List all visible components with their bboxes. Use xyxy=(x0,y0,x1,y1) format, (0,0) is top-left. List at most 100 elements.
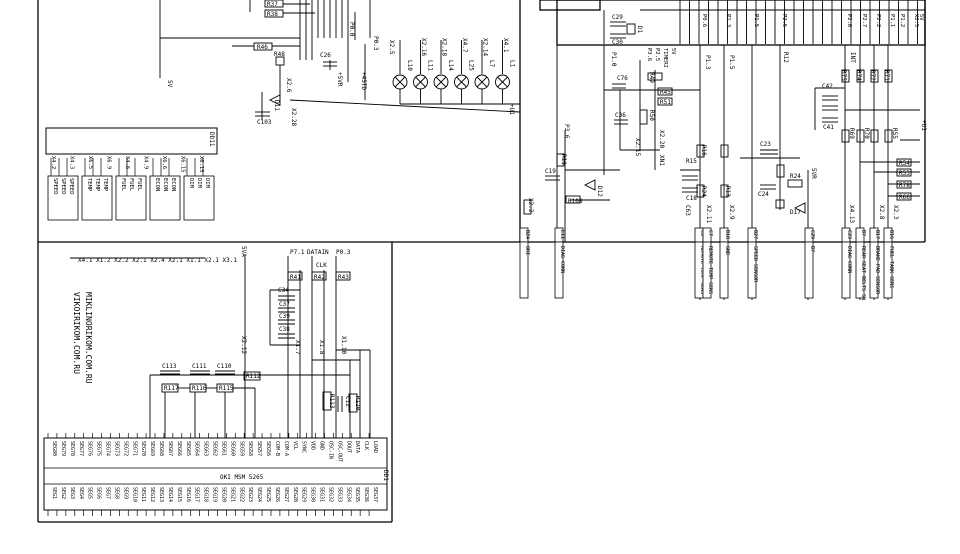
bundle-wires xyxy=(299,0,371,60)
label-x2-9: X2.11 xyxy=(705,205,712,223)
dd11-group-box xyxy=(115,175,147,221)
dd11-group-box xyxy=(183,175,215,221)
oki-bottom-pin-label: SEG19 xyxy=(212,487,218,502)
oki-chip-body xyxy=(43,437,388,511)
oki-top-pin-label: SEG79 xyxy=(60,441,66,456)
oki-bottom-pin-label: SEG25 xyxy=(265,487,271,502)
label-c34: C34 xyxy=(278,287,289,294)
bus-label: C7 xyxy=(707,230,713,236)
oki-bottom-pin-label: SEG17 xyxy=(194,487,200,502)
oki-bottom-pin-label: SEG2 xyxy=(60,487,66,499)
label-p0-0: P0.0 xyxy=(348,22,355,37)
resistor-r11 xyxy=(556,153,565,167)
label-clk: CLK xyxy=(316,262,327,269)
label-r53: R53 xyxy=(899,170,910,177)
mcu-pin-label: P0.6 xyxy=(701,14,707,27)
bus-label: E11 xyxy=(559,230,565,239)
label-plus5vr: +5VR xyxy=(336,72,343,87)
dd11-group-label: FUEL xyxy=(120,178,126,192)
label-c36: C36 xyxy=(615,112,626,119)
label-r38: R38 xyxy=(267,11,278,18)
mcu-pin-label: 5V xyxy=(918,14,924,21)
resistor-r51-top xyxy=(647,72,663,81)
mcu-pin-label: P1.1 xyxy=(889,14,895,27)
resistor-r48 xyxy=(275,56,285,66)
oki-top-pin-label: SEG67 xyxy=(167,441,173,456)
resistor-r54 xyxy=(896,158,912,167)
wire-lamp-bus xyxy=(289,99,521,113)
bus-signal-box xyxy=(869,241,879,299)
bus-label: B18 xyxy=(724,230,730,239)
bus-label: B27 xyxy=(752,230,758,239)
oki-top-pin-label: VDD xyxy=(310,441,316,450)
oki-bottom-pin-label: SEG37 xyxy=(372,487,378,502)
label-c24: C24 xyxy=(758,191,769,198)
dd11-body xyxy=(45,127,218,155)
dd11-group-label: SPEED xyxy=(52,178,58,195)
c29-c30-region xyxy=(603,10,636,44)
resistor-r78 xyxy=(896,180,912,189)
bus-signal-box xyxy=(719,241,729,299)
mcu-pin-label: X2.5 xyxy=(913,14,919,27)
dd11-group-box xyxy=(81,175,113,221)
oki-top-pin-label: SEG73 xyxy=(113,441,119,456)
right-mid-labels: C76 C36 R45 R51 R50 R49 X2.15 X2.20 XN1 … xyxy=(527,52,927,223)
dd11-group-box xyxy=(149,175,181,221)
website-line-2: VIKOIRIKOM.COM.RU xyxy=(72,292,81,374)
oki-chip-label: OKI MSM 5265 xyxy=(220,474,264,481)
oki-top-pin-label: COM-B xyxy=(274,441,280,456)
label-plus-u1: +U1 xyxy=(920,120,927,131)
label-x4-13: X2.9 xyxy=(728,205,735,220)
lower-left-block: X4.1 X1.2 X2.2 X2.1 X2.4 X2.1 X1.1 X2.1 … xyxy=(70,257,237,384)
dd11-group-label: ECON xyxy=(154,178,160,191)
bus-signal-label: ORI xyxy=(524,246,530,255)
label-r69: R69 xyxy=(848,128,855,139)
oki-bottom-pin-label: SEG18 xyxy=(203,487,209,502)
top-left-labels: R37 R38 R46 R48 C26 C103 5V +5VR +4STD D… xyxy=(166,1,395,126)
dd11-group-label: TEMP xyxy=(94,178,100,192)
dd11-group-label: DIM xyxy=(204,178,210,189)
label-p3-6: P3.6 xyxy=(563,124,570,139)
dd11-pin-label: X6.5 xyxy=(87,156,93,169)
resistor-r42 xyxy=(311,271,327,281)
oki-top-pin-label: SEG66 xyxy=(176,441,182,456)
label-x2-5: X2.5 xyxy=(388,40,395,55)
bus-signal-box xyxy=(747,241,757,299)
bus-signal-box xyxy=(855,241,865,299)
lamp-cross xyxy=(394,76,406,88)
label-r112: R112 xyxy=(246,373,261,380)
label-x2-3: X2.8 xyxy=(878,205,885,220)
oki-bottom-pin-label: SEG10 xyxy=(131,487,137,502)
label-r37: R37 xyxy=(267,1,278,8)
transistor xyxy=(775,199,785,209)
lamp-connector-label: X2.16 xyxy=(420,38,427,56)
label-d12: D12 xyxy=(596,186,603,197)
bus-signal-label: DIAG CONN xyxy=(846,246,852,273)
resistor-r110 xyxy=(348,393,358,413)
dd11-group-label: ECON xyxy=(162,178,168,191)
oki-top-pin-label: OSC-OUT xyxy=(336,441,342,462)
lamp-row xyxy=(392,40,520,105)
lamp-cross xyxy=(456,76,467,88)
bus-signal-label: BRAKE PAD SENSOR xyxy=(874,246,880,295)
mcu-pin-label: P1.2 xyxy=(899,14,905,27)
oki-top-pin-label: SEG77 xyxy=(78,441,84,456)
oki-bottom-pin-label: SEG21 xyxy=(229,487,235,502)
resistor-r71 xyxy=(884,69,893,83)
label-x2-15: X2.15 xyxy=(634,138,641,156)
dd11-group-label: FUEL xyxy=(128,178,134,192)
label-c18: R15 xyxy=(686,158,697,165)
dd11-pin-label: X4.9 xyxy=(143,156,149,169)
label-r24-left: R108 xyxy=(568,198,583,205)
oki-bottom-pin-label: SEG14 xyxy=(167,487,173,502)
label-5va: 5VA xyxy=(240,246,247,257)
lamp-connector-label: X2.18 xyxy=(441,38,448,56)
oki-bottom-pin-label: SEG20 xyxy=(220,487,226,502)
oki-bottom-pin-label: SEG35 xyxy=(354,487,360,502)
label-p0-3-lower: P0.3 xyxy=(336,249,351,256)
dd11-group-label: DIM xyxy=(196,178,202,189)
label-5vr: 5VR xyxy=(810,168,817,179)
oki-top-pin-label: SEG80 xyxy=(51,441,57,456)
